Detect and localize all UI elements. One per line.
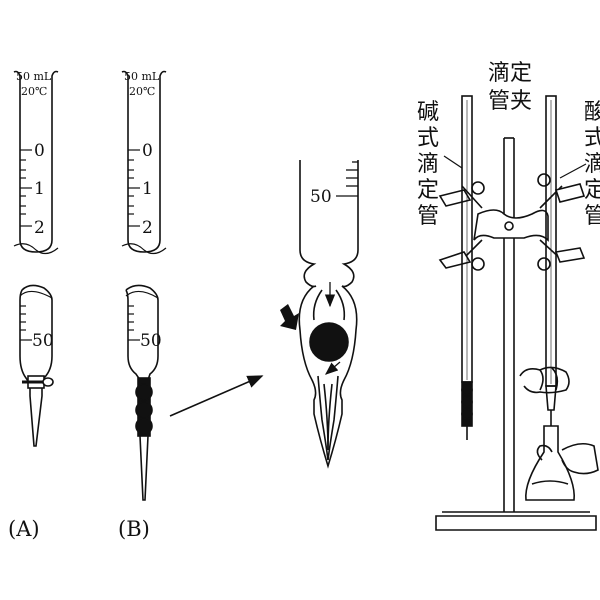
- detail-view: [298, 160, 359, 469]
- acid-burette-label: 酸式滴定管: [584, 100, 600, 229]
- pointer-arrow: [169, 375, 264, 417]
- burette-a-caption: (A): [8, 517, 40, 541]
- burette-a-ticks-top: [20, 149, 32, 227]
- burette-a-tick-2: 2: [34, 218, 45, 238]
- burette-a: [13, 70, 59, 447]
- burette-b-temp-label: 20℃: [129, 85, 155, 98]
- titration-setup: [435, 95, 599, 531]
- burette-b-tick-2: 2: [142, 218, 153, 238]
- burette-a-temp-label: 20℃: [21, 85, 47, 98]
- base-burette-label: 碱式滴定管: [416, 100, 439, 229]
- burette-a-tick-50: 50: [32, 331, 54, 351]
- burette-a-tick-0: 0: [34, 141, 45, 161]
- burette-b: [121, 70, 167, 501]
- burette-a-tick-1: 1: [34, 179, 45, 199]
- burette-b-tick-0: 0: [142, 141, 153, 161]
- burette-a-volume-label: 50 mL: [16, 70, 52, 83]
- burette-b-labels: 50 mL 20℃ 0 1 2 50 (B): [118, 70, 162, 541]
- burette-a-labels: 50 mL 20℃ 0 1 2 50 (A): [8, 70, 54, 541]
- burette-b-tick-50: 50: [140, 331, 162, 351]
- clamp-label: 滴定管夹: [487, 61, 532, 114]
- burette-a-ticks-bottom: [20, 305, 32, 341]
- detail-ticks: [336, 161, 358, 197]
- burette-b-tick-1: 1: [142, 179, 153, 199]
- detail-tick-50: 50: [310, 187, 332, 207]
- pinch-arrow: [280, 304, 299, 330]
- burette-b-volume-label: 50 mL: [124, 70, 160, 83]
- burette-b-ticks-bottom: [128, 305, 140, 341]
- burette-b-ticks-top: [128, 149, 140, 227]
- burette-b-caption: (B): [118, 517, 150, 541]
